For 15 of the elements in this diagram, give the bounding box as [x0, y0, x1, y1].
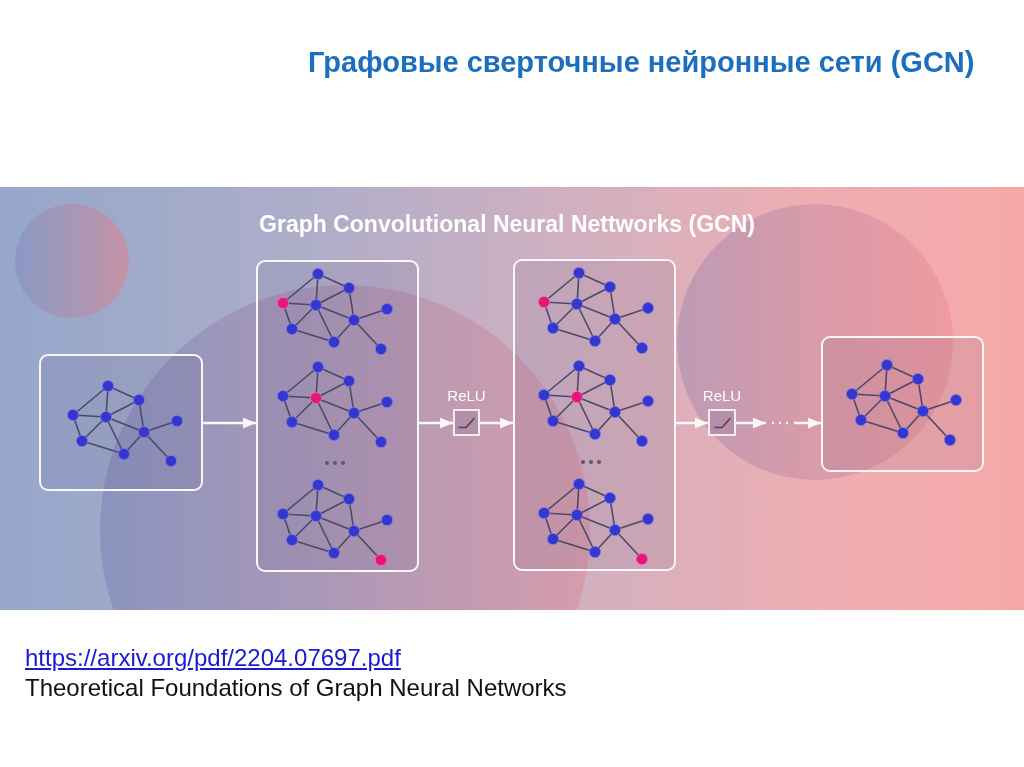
activation-label: ReLU — [702, 387, 742, 405]
reference-link: https://arxiv.org/pdf/2204.07697.pdf — [25, 643, 401, 673]
panel-heading: Graph Convolutional Neural Nettworks (GCN) — [259, 210, 755, 238]
activation-label: ReLU — [447, 387, 486, 405]
layer-box — [513, 259, 676, 571]
arrow — [736, 418, 821, 429]
layer-box — [256, 260, 419, 572]
arrow — [419, 417, 453, 429]
arrow — [203, 417, 256, 429]
output-graph-box — [821, 336, 984, 472]
arrow — [676, 417, 708, 429]
arrow — [480, 417, 513, 429]
slide-title: Графовые сверточные нейронные сети (GCN) — [308, 45, 975, 80]
input-graph-box — [39, 354, 203, 491]
reference-title: Theoretical Foundations of Graph Neural Networks — [25, 673, 567, 703]
